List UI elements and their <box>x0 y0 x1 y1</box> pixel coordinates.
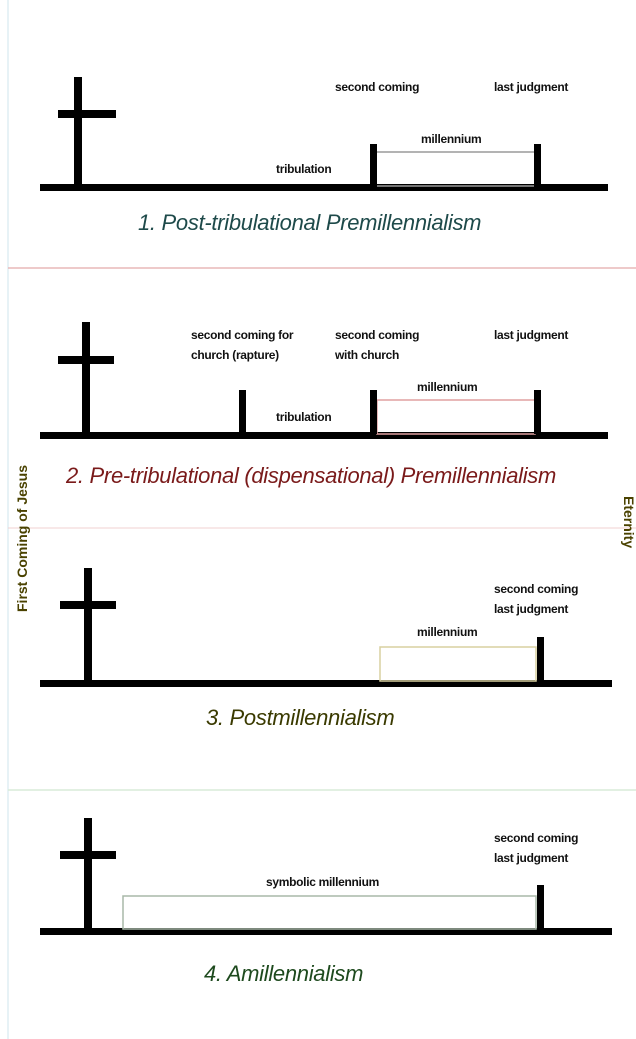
cross-horizontal <box>58 356 114 364</box>
timeline <box>40 184 608 191</box>
rapture-label-line2: church (rapture) <box>191 348 279 362</box>
timeline <box>40 432 608 439</box>
second-coming-label: second coming <box>494 831 578 845</box>
panel-title: 2. Pre-tribulational (dispensational) Pr… <box>65 463 556 488</box>
cross-vertical <box>82 322 90 435</box>
panel-title: 3. Postmillennialism <box>206 705 394 730</box>
last-judgment-marker <box>534 144 541 188</box>
millennium-label: millennium <box>421 132 481 146</box>
cross-horizontal <box>58 110 116 118</box>
millennium-label: symbolic millennium <box>266 875 379 889</box>
millennium-label: millennium <box>417 380 477 394</box>
cross-vertical <box>74 77 82 187</box>
cross-vertical <box>84 818 92 934</box>
millennium-box <box>376 399 536 435</box>
second-coming-label-line2: with church <box>334 348 399 362</box>
panel-amillennialism: second coming last judgment symbolic mil… <box>40 818 612 986</box>
last-judgment-label: last judgment <box>494 602 568 616</box>
panel-title: 4. Amillennialism <box>204 961 363 986</box>
second-coming-label: second coming <box>335 80 419 94</box>
panel-post-tribulational: second coming last judgment millennium t… <box>40 77 608 235</box>
second-coming-marker <box>537 637 544 683</box>
millennium-box <box>379 646 537 682</box>
millennium-label: millennium <box>417 625 477 639</box>
panel-pre-tribulational: second coming for church (rapture) secon… <box>40 322 608 488</box>
cross-horizontal <box>60 851 116 859</box>
side-label-first-coming: First Coming of Jesus <box>14 465 30 612</box>
rapture-label-line1: second coming for <box>191 328 294 342</box>
last-judgment-label: last judgment <box>494 80 568 94</box>
millennium-box <box>373 151 537 187</box>
second-coming-marker <box>370 390 377 434</box>
cross-vertical <box>84 568 92 685</box>
rapture-marker <box>239 390 246 434</box>
panel-title: 1. Post-tribulational Premillennialism <box>138 210 481 235</box>
symbolic-millennium-box <box>122 895 537 930</box>
second-coming-marker <box>537 885 544 931</box>
side-label-eternity: Eternity <box>621 496 636 548</box>
panel-postmillennialism: second coming last judgment millennium 3… <box>40 568 612 730</box>
last-judgment-label: last judgment <box>494 851 568 865</box>
second-coming-label: second coming <box>494 582 578 596</box>
last-judgment-marker <box>534 390 541 434</box>
cross-horizontal <box>60 601 116 609</box>
second-coming-marker <box>370 144 377 188</box>
second-coming-label-line1: second coming <box>335 328 419 342</box>
timeline <box>40 928 612 935</box>
tribulation-label: tribulation <box>276 410 331 424</box>
timeline <box>40 680 612 687</box>
tribulation-label: tribulation <box>276 162 331 176</box>
last-judgment-label: last judgment <box>494 328 568 342</box>
